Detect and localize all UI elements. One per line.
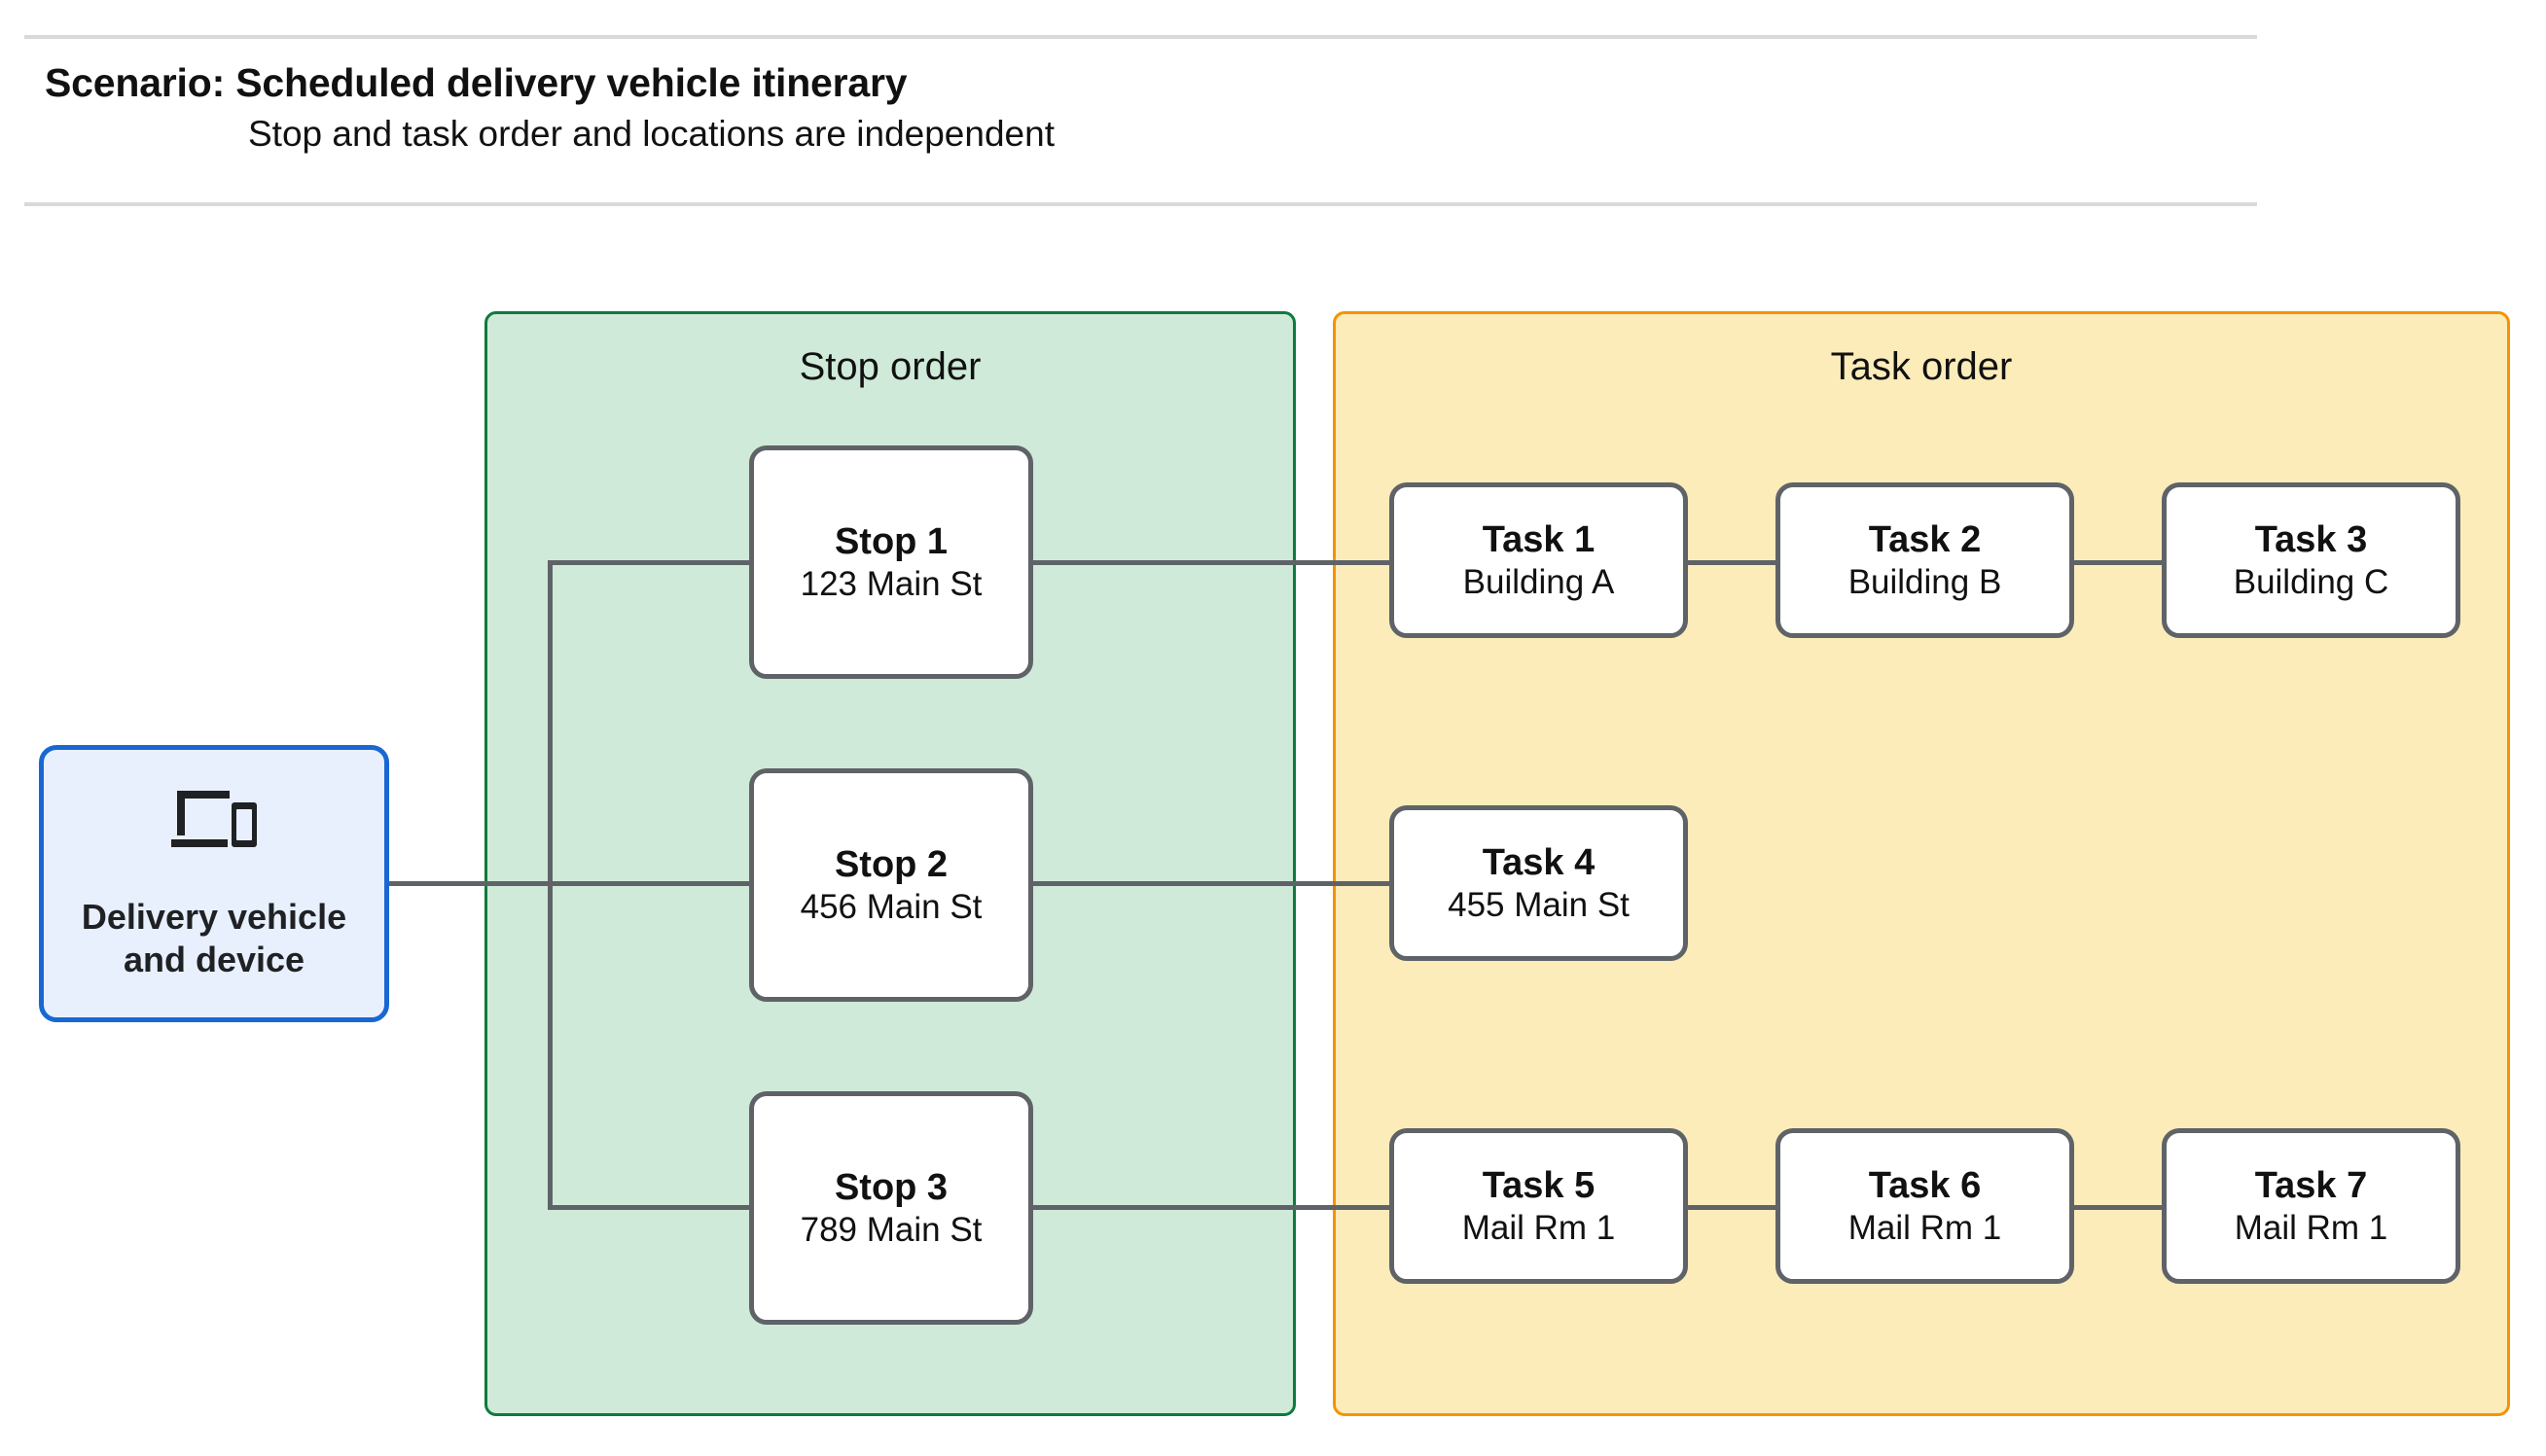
task-node-location: Building A	[1462, 563, 1615, 602]
stop-order-panel-title: Stop order	[799, 345, 982, 388]
page-subtitle: Stop and task order and locations are in…	[248, 114, 1055, 154]
delivery-vehicle-node[interactable]: Delivery vehicle and device	[39, 745, 389, 1022]
stop-node-title: Stop 1	[834, 520, 949, 562]
task-node-5[interactable]: Task 5 Mail Rm 1	[1389, 1128, 1688, 1284]
task-order-panel-title: Task order	[1830, 345, 2013, 388]
task-node-title: Task 6	[1868, 1164, 1982, 1206]
task-node-location: Building B	[1847, 563, 2002, 602]
connector-task-2-to-task-3	[2071, 560, 2165, 565]
connector-trunk-to-stop-3	[548, 1205, 752, 1210]
task-node-location: Mail Rm 1	[1461, 1209, 1616, 1248]
connector-vehicle-to-trunk	[389, 881, 749, 886]
connector-task-5-to-task-6	[1685, 1205, 1778, 1210]
connector-stop-2-to-task-4	[1030, 881, 1392, 886]
connector-stop-trunk	[548, 560, 553, 1207]
stop-node-address: 123 Main St	[800, 565, 983, 604]
task-node-title: Task 7	[2254, 1164, 2368, 1206]
task-node-2[interactable]: Task 2 Building B	[1775, 482, 2074, 638]
task-node-4[interactable]: Task 4 455 Main St	[1389, 805, 1688, 961]
task-node-6[interactable]: Task 6 Mail Rm 1	[1775, 1128, 2074, 1284]
connector-task-6-to-task-7	[2071, 1205, 2165, 1210]
task-node-location: 455 Main St	[1448, 886, 1630, 925]
task-node-title: Task 2	[1868, 518, 1982, 560]
page-title: Scenario: Scheduled delivery vehicle iti…	[45, 60, 908, 105]
stop-node-address: 456 Main St	[800, 888, 983, 927]
connector-task-1-to-task-2	[1685, 560, 1778, 565]
header-divider-bottom	[24, 202, 2257, 206]
task-node-3[interactable]: Task 3 Building C	[2162, 482, 2460, 638]
stop-node-address: 789 Main St	[800, 1211, 983, 1250]
task-node-7[interactable]: Task 7 Mail Rm 1	[2162, 1128, 2460, 1284]
task-node-location: Mail Rm 1	[1847, 1209, 2002, 1248]
stop-node-title: Stop 3	[834, 1166, 949, 1208]
task-node-location: Building C	[2233, 563, 2389, 602]
stop-node-2[interactable]: Stop 2 456 Main St	[749, 768, 1033, 1002]
task-node-title: Task 4	[1482, 841, 1596, 883]
connector-stop-1-to-task-1	[1030, 560, 1392, 565]
stop-node-title: Stop 2	[834, 843, 949, 885]
connector-trunk-to-stop-1	[548, 560, 752, 565]
stop-node-1[interactable]: Stop 1 123 Main St	[749, 445, 1033, 679]
delivery-vehicle-label: Delivery vehicle and device	[81, 896, 347, 979]
task-node-title: Task 5	[1482, 1164, 1596, 1206]
connector-stop-3-to-task-5	[1030, 1205, 1392, 1210]
stop-node-3[interactable]: Stop 3 789 Main St	[749, 1091, 1033, 1325]
header-divider-top	[24, 35, 2257, 39]
devices-icon	[171, 790, 257, 847]
task-node-1[interactable]: Task 1 Building A	[1389, 482, 1688, 638]
task-node-title: Task 3	[2254, 518, 2368, 560]
task-node-location: Mail Rm 1	[2234, 1209, 2388, 1248]
task-node-title: Task 1	[1482, 518, 1596, 560]
